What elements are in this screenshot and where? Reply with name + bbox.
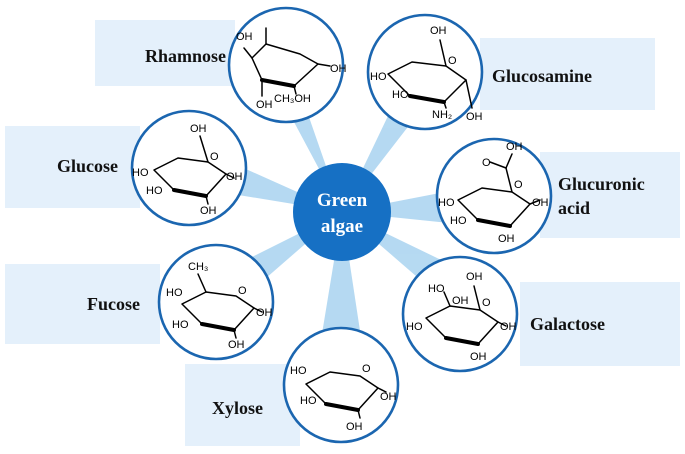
center-label-line1: Green [317,190,368,211]
band-glucose [5,126,140,208]
sugar-galactose: OH HO OH HO O OH OH Galactose [401,255,605,373]
sugar-glucose: OH HO HO O OH OH Glucose [57,109,248,227]
glucose-atom-2: HO [132,167,149,179]
sugar-glucosamine: OH HO HO O NH₂ OH Glucosamine [366,13,592,131]
rhamnose-atom-3: OH [256,99,273,111]
label-glucosamine: Glucosamine [492,66,592,86]
fucose-atom-3: O [238,285,247,297]
band-glucuronic [540,152,680,238]
glucosamine-atom-4: O [448,55,457,67]
glucuronic-atom-2: OH [506,141,523,153]
glucosamine-atom-5: NH₂ [432,109,452,121]
xylose-atom-1: HO [290,365,307,377]
glucuronic-atom-1: O [482,157,491,169]
glucose-circle [130,109,248,227]
label-rhamnose: Rhamnose [145,46,226,66]
glucosamine-structure-icon: OH HO HO O NH₂ OH [370,25,483,123]
galactose-circle [401,255,519,373]
rhamnose-structure-icon: OH OH OH CH₃OH [236,27,347,111]
glucose-atom-6: OH [200,205,217,217]
center-label-line2: algae [321,216,363,237]
label-glucose: Glucose [57,156,118,176]
glucuronic-atom-6: OH [532,197,549,209]
label-xylose: Xylose [212,398,263,418]
center-node: Green algae [293,163,391,261]
glucuronic-structure-icon: O OH HO HO O OH OH [438,141,549,245]
band-xylose [185,364,300,446]
glucose-atom-3: HO [146,185,163,197]
center-circle [293,163,391,261]
galactose-structure-icon: OH HO OH HO O OH OH [406,271,517,363]
galactose-atom-4: HO [406,321,423,333]
glucose-atom-5: OH [226,171,243,183]
sugar-glucuronic-acid: O OH HO HO O OH OH Glucuronic acid [435,137,645,255]
glucuronic-atom-4: HO [450,215,467,227]
glucosamine-atom-3: HO [392,89,409,101]
galactose-atom-2: HO [428,283,445,295]
label-glucuronic-line2: acid [558,198,590,218]
glucosamine-atom-6: OH [466,111,483,123]
glucose-atom-1: OH [190,123,207,135]
fucose-atom-4: OH [256,307,273,319]
galactose-atom-7: OH [470,351,487,363]
xylose-atom-3: O [362,363,371,375]
galactose-atom-3: OH [452,295,469,307]
sugar-xylose: HO HO O OH OH Xylose [212,326,400,444]
sugar-rhamnose: OH OH OH CH₃OH Rhamnose [145,6,347,124]
xylose-atom-4: OH [380,391,397,403]
band-rhamnose [95,20,235,86]
glucose-structure-icon: OH HO HO O OH OH [132,123,243,217]
xylose-atom-5: OH [346,421,363,433]
fucose-structure-icon: CH₃ HO O OH HO OH [166,261,273,351]
xylose-structure-icon: HO HO O OH OH [290,363,397,433]
glucosamine-atom-1: OH [430,25,447,37]
galactose-atom-5: O [482,297,491,309]
glucuronic-atom-5: O [514,179,523,191]
label-fucose: Fucose [87,294,140,314]
glucosamine-circle [366,13,484,131]
fucose-atom-1: CH₃ [188,261,208,273]
rhamnose-circle [227,6,345,124]
xylose-circle [282,326,400,444]
label-galactose: Galactose [530,314,605,334]
fucose-atom-5: HO [172,319,189,331]
band-galactose [520,282,680,366]
glucuronic-atom-3: HO [438,197,455,209]
galactose-atom-6: OH [500,321,517,333]
glucuronic-circle [435,137,553,255]
band-glucosamine [480,38,655,110]
sugar-fucose: CH₃ HO O OH HO OH Fucose [87,243,275,361]
glucosamine-atom-2: HO [370,71,387,83]
glucuronic-atom-7: OH [498,233,515,245]
fucose-atom-6: OH [228,339,245,351]
glucose-atom-4: O [210,151,219,163]
rhamnose-atom-4: CH₃OH [274,93,311,105]
fucose-atom-2: HO [166,287,183,299]
xylose-atom-2: HO [300,395,317,407]
label-glucuronic-line1: Glucuronic [558,174,645,194]
band-fucose [5,264,160,344]
galactose-atom-1: OH [466,271,483,283]
rhamnose-atom-1: OH [236,31,253,43]
ray-xylose [320,212,362,346]
fucose-circle [157,243,275,361]
rhamnose-atom-2: OH [330,63,347,75]
label-bands [5,20,680,446]
